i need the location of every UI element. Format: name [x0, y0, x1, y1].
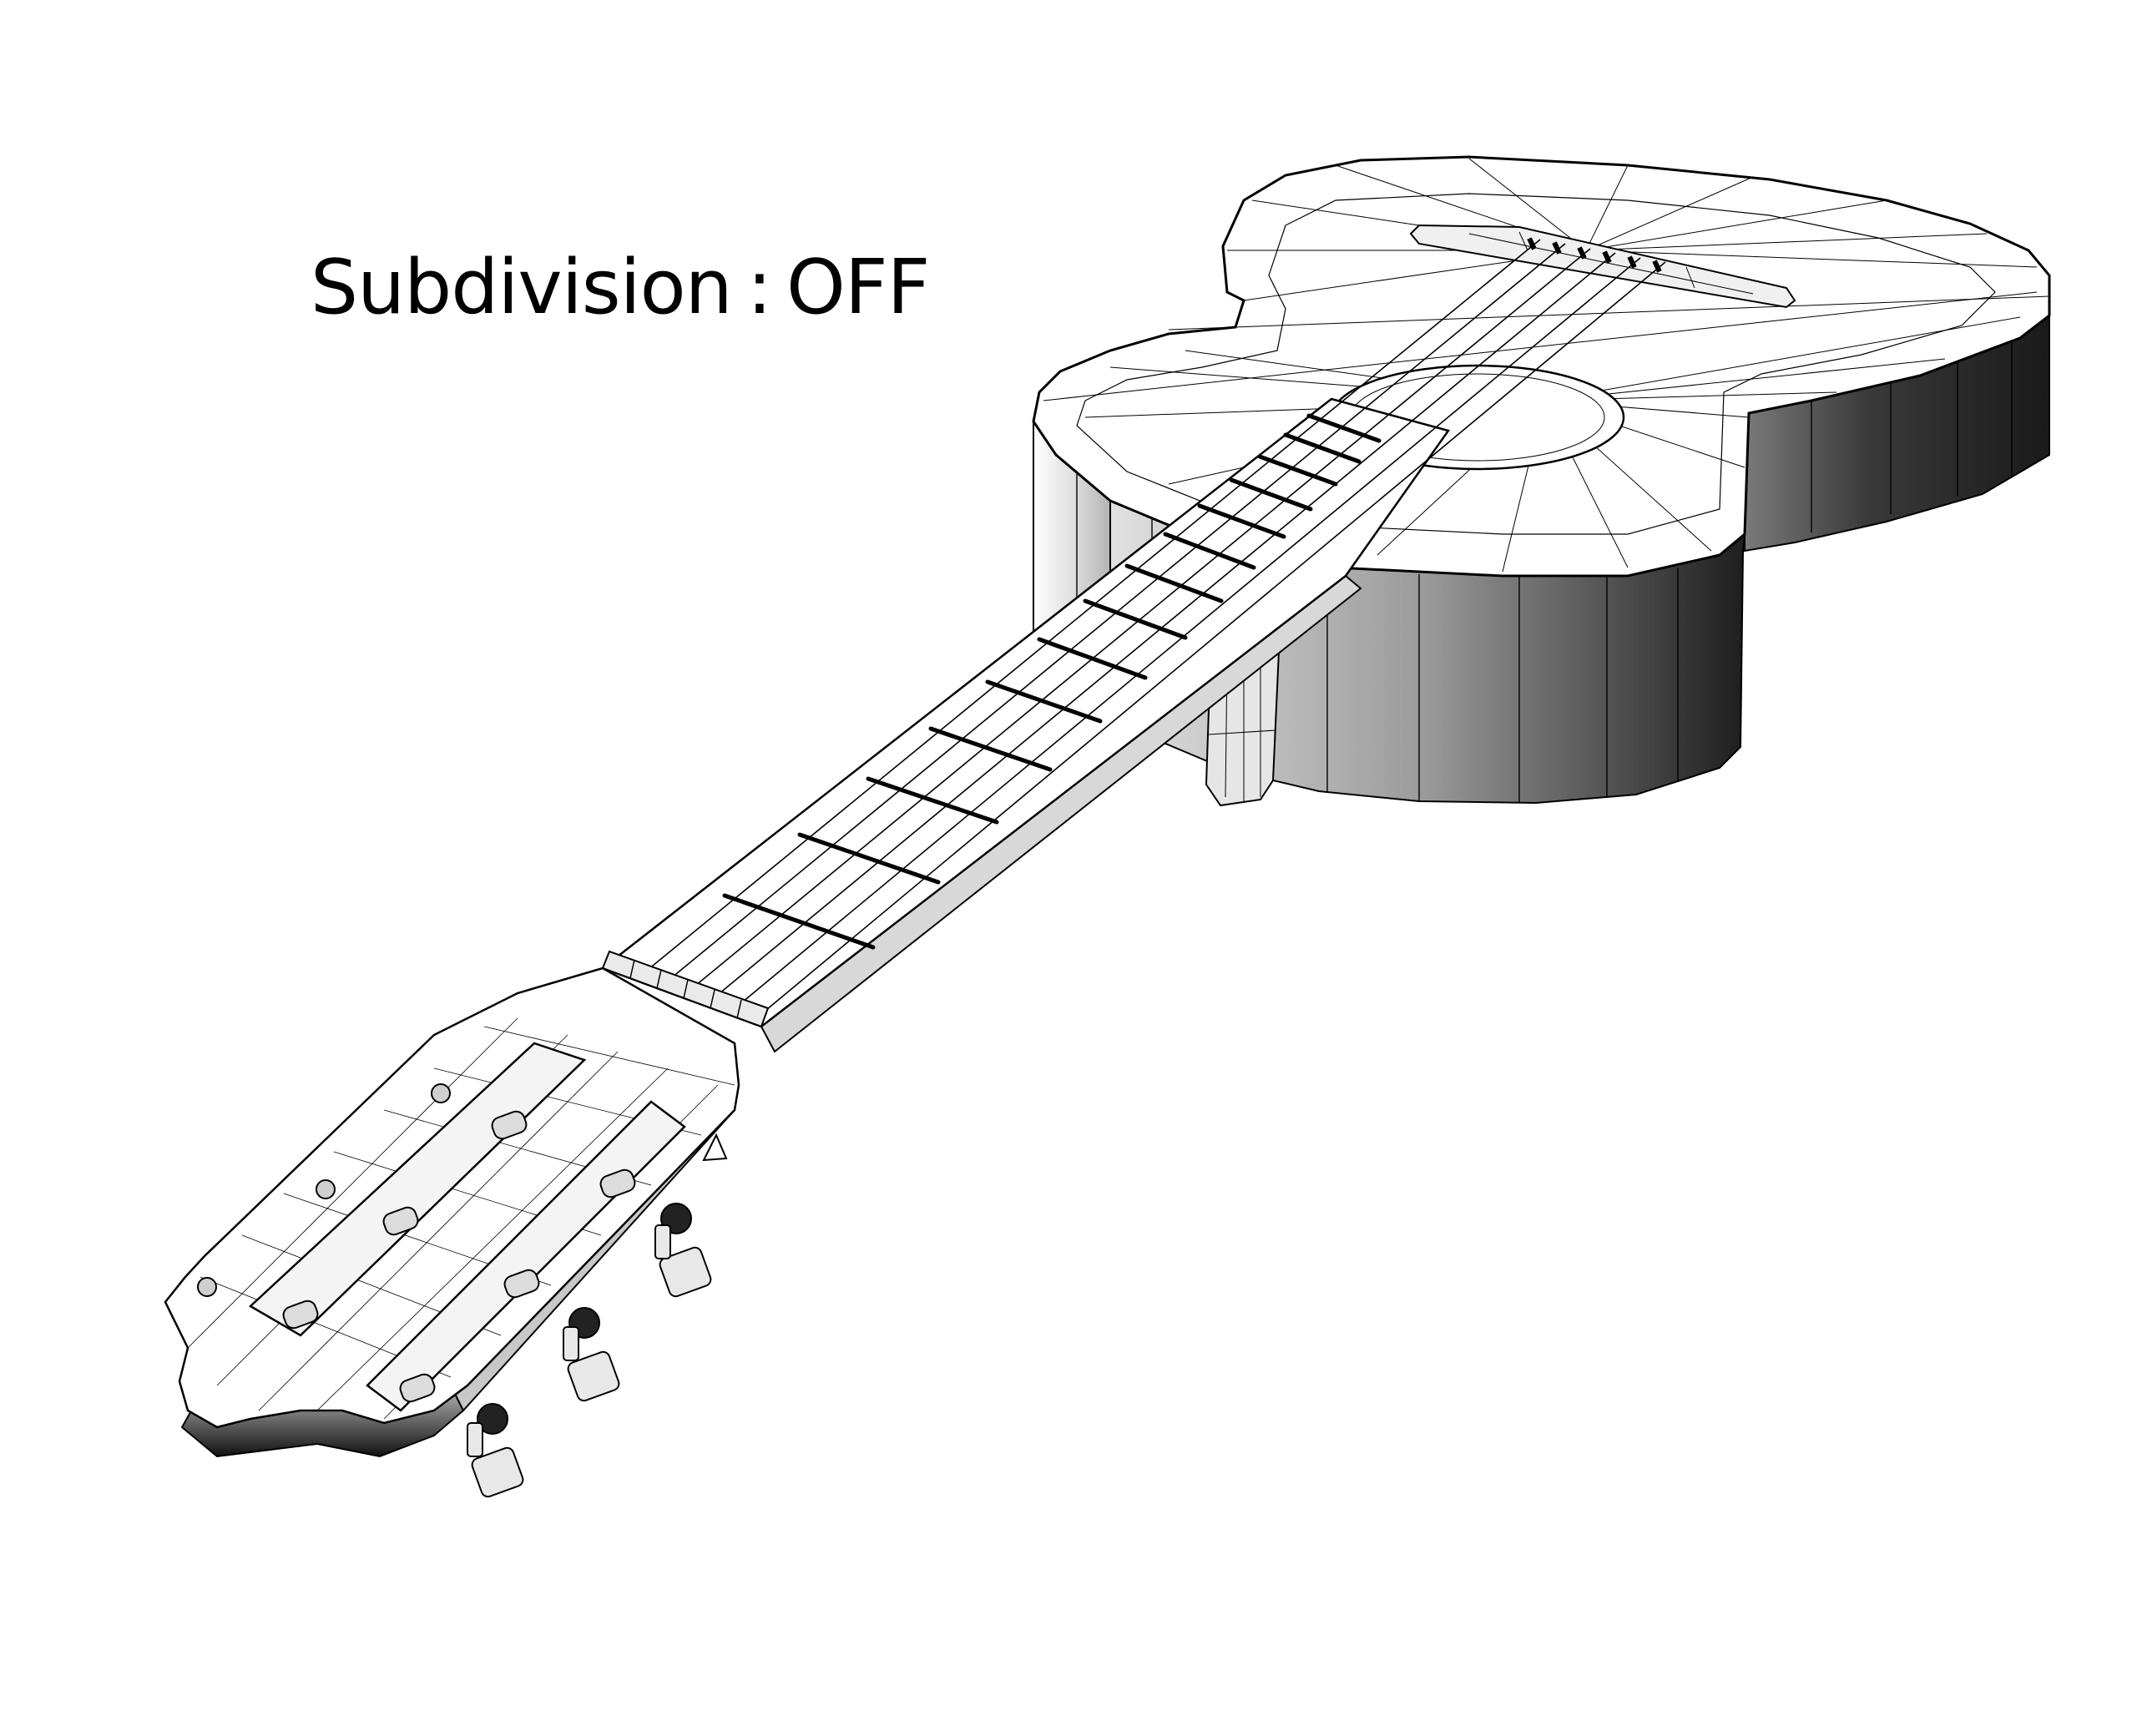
caption-separator: :	[746, 244, 772, 331]
caption-label: Subdivision	[311, 244, 733, 331]
caption-value: OFF	[786, 244, 930, 331]
strings	[634, 239, 1666, 1023]
guitar-neck	[600, 239, 1666, 1053]
headstock-logo-icon	[702, 1133, 728, 1162]
bridge	[1409, 224, 1796, 309]
tuner-keys	[467, 1203, 712, 1498]
subdivision-caption: Subdivision:OFF	[311, 250, 930, 326]
guitar-headstock	[164, 966, 740, 1498]
tuner-rollers	[282, 1110, 636, 1403]
